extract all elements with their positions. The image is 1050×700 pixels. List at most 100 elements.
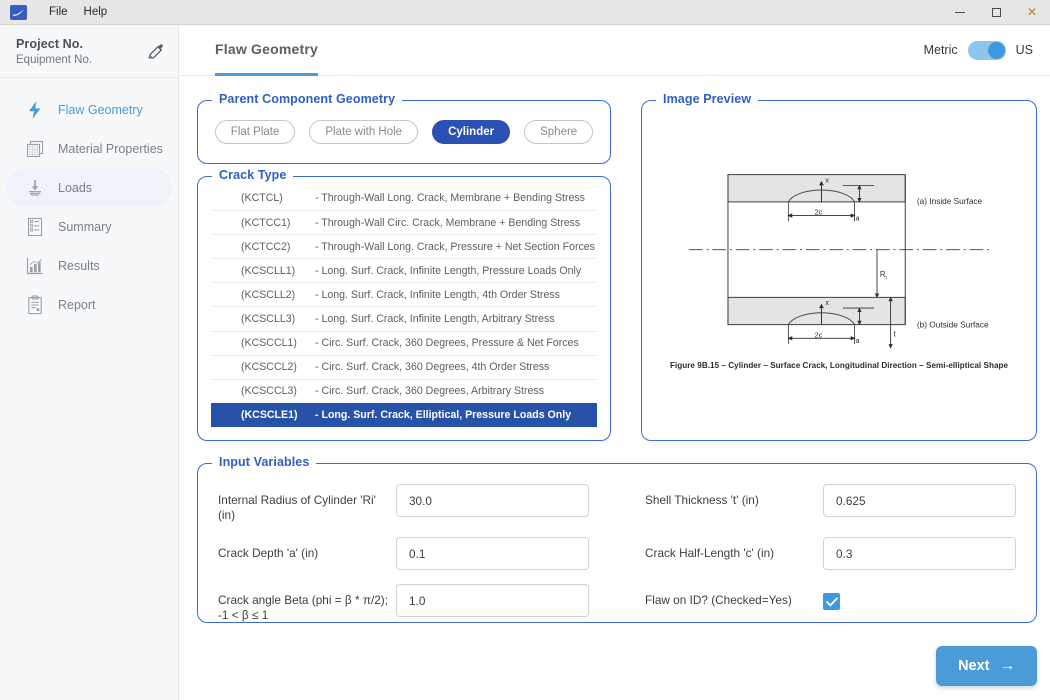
next-button[interactable]: Next → (936, 646, 1037, 686)
label-crack-angle-beta: Crack angle Beta (phi = β * π/2); -1 < β… (218, 584, 396, 623)
sidebar-label-loads: Loads (58, 181, 92, 195)
crack-type-panel: Crack Type (KCTCL) - Through-Wall Long. … (197, 176, 611, 441)
input-shell-thickness[interactable]: 0.625 (823, 484, 1016, 517)
unit-toggle-switch[interactable] (968, 41, 1006, 60)
footer-actions: Next → (936, 646, 1037, 686)
sidebar-item-report[interactable]: Report (6, 285, 172, 324)
crack-type-code: (KCSCLE1) (241, 409, 315, 421)
report-clipboard-icon (24, 294, 46, 316)
crack-type-row[interactable]: (KCSCLL3) - Long. Surf. Crack, Infinite … (211, 306, 597, 330)
crack-type-legend: Crack Type (212, 168, 293, 182)
content-area: Parent Component Geometry Flat Plate Pla… (179, 76, 1050, 700)
crack-type-list[interactable]: (KCTCL) - Through-Wall Long. Crack, Memb… (211, 186, 597, 429)
input-crack-half-length[interactable]: 0.3 (823, 537, 1016, 570)
pencil-icon[interactable] (146, 43, 164, 61)
material-sheets-icon (24, 138, 46, 160)
unit-label-metric: Metric (924, 43, 958, 57)
crack-type-desc: - Long. Surf. Crack, Elliptical, Pressur… (315, 409, 571, 421)
crack-type-row[interactable]: (KCTCC2) - Through-Wall Long. Crack, Pre… (211, 234, 597, 258)
tab-flaw-geometry[interactable]: Flaw Geometry (215, 25, 318, 76)
close-button[interactable]: ✕ (1014, 0, 1050, 25)
crack-type-code: (KCTCC2) (241, 241, 315, 253)
crack-type-desc: - Circ. Surf. Crack, 360 Degrees, 4th Or… (315, 361, 549, 373)
label-flaw-on-id: Flaw on ID? (Checked=Yes) (645, 584, 823, 608)
checkbox-flaw-on-id[interactable] (823, 593, 840, 610)
crack-type-code: (KCSCCL1) (241, 337, 315, 349)
sidebar-label-summary: Summary (58, 220, 111, 234)
crack-type-row[interactable]: (KCSCCL2) - Circ. Surf. Crack, 360 Degre… (211, 355, 597, 379)
equipment-number-label: Equipment No. (16, 54, 146, 66)
sidebar-item-results[interactable]: Results (6, 246, 172, 285)
label-crack-depth: Crack Depth 'a' (in) (218, 537, 396, 561)
geometry-option-cylinder[interactable]: Cylinder (432, 120, 510, 144)
label-2c-top: 2c (815, 208, 823, 217)
project-number-label: Project No. (16, 37, 146, 51)
checkmark-icon (826, 597, 838, 607)
summary-list-icon (24, 216, 46, 238)
next-button-label: Next (958, 658, 989, 674)
crack-type-code: (KCSCCL2) (241, 361, 315, 373)
crack-type-desc: - Through-Wall Long. Crack, Pressure + N… (315, 241, 595, 253)
lightning-bolt-icon (24, 99, 46, 121)
image-preview-inner: x 2c (652, 111, 1026, 430)
sidebar-item-loads[interactable]: Loads (6, 168, 172, 207)
sidebar-item-flaw-geometry[interactable]: Flaw Geometry (6, 90, 172, 129)
sidebar-item-material-properties[interactable]: Material Properties (6, 129, 172, 168)
sidebar: Project No. Equipment No. (0, 25, 179, 700)
sidebar-label-flaw-geometry: Flaw Geometry (58, 103, 143, 117)
label-a-top: a (856, 213, 861, 222)
input-internal-radius[interactable]: 30.0 (396, 484, 589, 517)
crack-type-desc: - Long. Surf. Crack, Infinite Length, Pr… (315, 265, 581, 277)
label-x-bottom: x (825, 298, 829, 307)
geometry-option-plate-with-hole[interactable]: Plate with Hole (309, 120, 418, 144)
app-logo-icon (10, 5, 27, 20)
sidebar-item-summary[interactable]: Summary (6, 207, 172, 246)
maximize-button[interactable] (978, 0, 1014, 25)
label-a-bottom: a (856, 336, 861, 345)
cylinder-crack-diagram: x 2c (652, 111, 1026, 361)
label-inside-surface: (a) Inside Surface (917, 197, 983, 206)
crack-type-row[interactable]: (KCSCLL2) - Long. Surf. Crack, Infinite … (211, 282, 597, 306)
crack-type-code: (KCTCC1) (241, 217, 315, 229)
input-crack-angle-beta[interactable]: 1.0 (396, 584, 589, 617)
parent-component-geometry-panel: Parent Component Geometry Flat Plate Pla… (197, 100, 611, 164)
window-controls: ✕ (942, 0, 1050, 25)
results-chart-icon (24, 255, 46, 277)
crack-type-row[interactable]: (KCSCLL1) - Long. Surf. Crack, Infinite … (211, 258, 597, 282)
geometry-option-group: Flat Plate Plate with Hole Cylinder Sphe… (198, 101, 610, 163)
crack-type-desc: - Circ. Surf. Crack, 360 Degrees, Arbitr… (315, 385, 544, 397)
crack-type-desc: - Through-Wall Long. Crack, Membrane + B… (315, 192, 585, 204)
unit-label-us: US (1016, 43, 1033, 57)
unit-toggle-group: Metric US (924, 41, 1033, 60)
crack-type-desc: - Long. Surf. Crack, Infinite Length, 4t… (315, 289, 560, 301)
menu-help[interactable]: Help (76, 0, 116, 25)
crack-type-row[interactable]: (KCSCCL1) - Circ. Surf. Crack, 360 Degre… (211, 331, 597, 355)
crack-type-code: (KCTCL) (241, 192, 315, 204)
crack-type-code: (KCSCLL2) (241, 289, 315, 301)
input-variables-legend: Input Variables (212, 455, 316, 469)
label-internal-radius: Internal Radius of Cylinder 'Ri' (in) (218, 484, 396, 523)
crack-type-code: (KCSCCL3) (241, 385, 315, 397)
label-outside-surface: (b) Outside Surface (917, 321, 989, 330)
project-header-texts: Project No. Equipment No. (16, 37, 146, 66)
sidebar-label-material-properties: Material Properties (58, 142, 163, 156)
main-header: Flaw Geometry Metric US (179, 25, 1050, 76)
crack-type-row[interactable]: (KCTCL) - Through-Wall Long. Crack, Memb… (211, 186, 597, 210)
input-crack-depth[interactable]: 0.1 (396, 537, 589, 570)
label-shell-thickness: Shell Thickness 't' (in) (645, 484, 823, 508)
main-area: Flaw Geometry Metric US Parent Component… (179, 25, 1050, 700)
arrow-right-icon: → (1001, 658, 1016, 674)
minimize-button[interactable] (942, 0, 978, 25)
tab-strip: Flaw Geometry (179, 25, 318, 76)
crack-type-row[interactable]: (KCTCC1) - Through-Wall Circ. Crack, Mem… (211, 210, 597, 234)
crack-type-row-selected[interactable]: (KCSCLE1) - Long. Surf. Crack, Elliptica… (211, 403, 597, 427)
image-preview-panel: Image Preview (641, 100, 1037, 441)
geometry-option-sphere[interactable]: Sphere (524, 120, 593, 144)
figure-caption: Figure 9B.15 – Cylinder – Surface Crack,… (652, 361, 1026, 370)
crack-type-desc: - Long. Surf. Crack, Infinite Length, Ar… (315, 313, 555, 325)
geometry-option-flat-plate[interactable]: Flat Plate (215, 120, 296, 144)
crack-type-row[interactable]: (KCSCCL3) - Circ. Surf. Crack, 360 Degre… (211, 379, 597, 403)
load-arrow-icon (24, 177, 46, 199)
menu-file[interactable]: File (41, 0, 76, 25)
